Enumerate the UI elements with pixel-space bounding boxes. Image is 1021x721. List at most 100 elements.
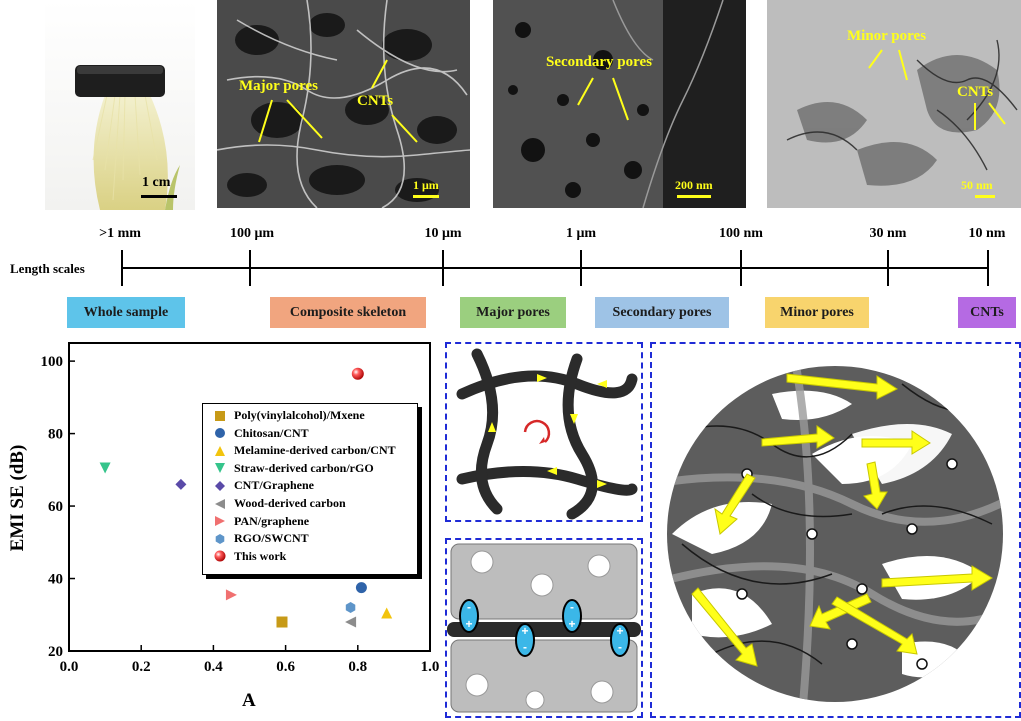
legend-label: Poly(vinylalcohol)/Mxene — [234, 408, 365, 422]
legend-label: Straw-derived carbon/rGO — [234, 460, 374, 475]
polarization-drawing: - + + - - + + - — [447, 543, 641, 713]
y-tick-label: 60 — [48, 499, 63, 515]
badge-composite-skeleton: Composite skeleton — [270, 297, 426, 328]
x-tick-label: 0.8 — [348, 659, 367, 675]
data-point — [355, 582, 367, 594]
x-tick-label: 1.0 — [421, 659, 440, 675]
legend-marker-shape — [214, 550, 226, 562]
y-tick-label: 100 — [41, 354, 64, 370]
svg-text:-: - — [570, 600, 574, 614]
legend-marker-shape — [215, 480, 225, 491]
data-point — [345, 616, 357, 628]
sem1-arrows — [258, 59, 418, 143]
legend-item: PAN/graphene — [212, 514, 309, 529]
legend-marker-shape — [215, 410, 225, 421]
badge-major-pores: Major pores — [460, 297, 566, 328]
tem-image-minor-pores: Minor pores CNTs 50 nm — [767, 0, 1021, 208]
sem1-label-cnts: CNTs — [357, 93, 394, 109]
badge-secondary-pores: Secondary pores — [595, 297, 729, 328]
legend-item: This work — [212, 549, 286, 564]
legend-label: Wood-derived carbon — [234, 496, 346, 510]
chart-legend — [202, 403, 418, 575]
sample-photo: 1 cm — [45, 0, 195, 210]
photo-scale-label: 1 cm — [142, 175, 171, 190]
y-axis-label: EMI SE (dB) — [7, 444, 28, 552]
porous-network-drawing — [667, 366, 1003, 702]
tem-label-minor-pores: Minor pores — [847, 28, 927, 44]
legend-marker-shape — [215, 498, 225, 509]
legend-marker — [214, 550, 226, 562]
legend-marker — [215, 410, 225, 421]
legend-marker-shape — [215, 463, 225, 474]
data-point — [276, 616, 288, 628]
legend-marker-shape — [215, 445, 225, 456]
legend-marker — [215, 498, 225, 509]
tick-label: >1 mm — [99, 226, 141, 241]
tick-label: 30 nm — [869, 226, 907, 241]
svg-text:+: + — [568, 617, 575, 631]
y-tick-label: 20 — [48, 644, 63, 660]
sem-image-major-pores: Major pores CNTs 1 μm — [217, 0, 470, 208]
svg-text:-: - — [467, 600, 471, 614]
legend-item: Chitosan/CNT — [212, 426, 309, 441]
tem-texture — [767, 0, 1021, 208]
cnt-network-drawing — [456, 348, 638, 520]
legend-marker — [215, 516, 225, 527]
svg-text:+: + — [521, 624, 528, 638]
sem1-label-major-pores: Major pores — [239, 78, 319, 94]
legend-label: Chitosan/CNT — [234, 425, 309, 440]
legend-label: PAN/graphene — [234, 513, 310, 528]
tem-arrows — [868, 49, 1006, 130]
legend-item: Straw-derived carbon/rGO — [212, 461, 374, 476]
plot-frame — [68, 342, 431, 652]
tick-label: 100 nm — [719, 226, 763, 241]
legend-marker — [215, 428, 225, 439]
x-tick-label: 0.4 — [204, 659, 223, 675]
sem2-texture — [493, 0, 746, 208]
badge-whole-sample: Whole sample — [67, 297, 185, 328]
legend-item: CNT/Graphene — [212, 478, 314, 493]
current-loop-schematic — [445, 342, 643, 522]
y-tick-label: 40 — [48, 572, 63, 588]
legend-marker — [215, 480, 225, 491]
legend-label: RGO/SWCNT — [234, 531, 309, 546]
tick-label: 10 μm — [424, 226, 462, 241]
badge-cnts: CNTs — [958, 297, 1016, 328]
legend-item: Poly(vinylalcohol)/Mxene — [212, 408, 365, 423]
data-point — [381, 607, 393, 619]
sample-photo-drawing — [75, 65, 180, 210]
svg-text:+: + — [616, 624, 623, 638]
svg-text:-: - — [523, 640, 527, 654]
legend-label: This work — [234, 548, 287, 563]
data-point — [225, 589, 237, 601]
legend-item: Melamine-derived carbon/CNT — [212, 443, 396, 458]
length-scales-title: Length scales — [10, 261, 85, 276]
svg-text:-: - — [618, 640, 622, 654]
sem1-scale-label: 1 μm — [413, 178, 439, 192]
tem-label-cnts: CNTs — [957, 84, 994, 100]
legend-item: RGO/SWCNT — [212, 531, 309, 546]
legend-label: Melamine-derived carbon/CNT — [234, 443, 396, 458]
sem2-arrows — [577, 77, 629, 121]
legend-marker — [215, 463, 225, 474]
svg-text:+: + — [465, 617, 472, 631]
badge-minor-pores: Minor pores — [765, 297, 869, 328]
tem-scale-label: 50 nm — [961, 178, 993, 192]
legend-marker-shape — [215, 533, 225, 544]
multiple-reflection-schematic — [650, 342, 1021, 718]
legend-marker-shape — [215, 428, 225, 439]
x-tick-label: 0.2 — [132, 659, 151, 675]
legend-item: Wood-derived carbon — [212, 496, 346, 511]
x-tick-label: 0.6 — [276, 659, 295, 675]
x-tick-label: 0.0 — [60, 659, 79, 675]
x-axis-label: A — [242, 690, 256, 711]
legend-marker-shape — [215, 516, 225, 527]
length-scale-axis — [121, 250, 989, 286]
tick-label: 10 nm — [968, 226, 1006, 241]
sem2-label-secondary-pores: Secondary pores — [546, 54, 652, 70]
data-point — [345, 602, 356, 613]
legend-marker — [215, 533, 225, 544]
data-point — [175, 478, 187, 490]
sem-image-secondary-pores: Secondary pores 200 nm — [493, 0, 746, 208]
